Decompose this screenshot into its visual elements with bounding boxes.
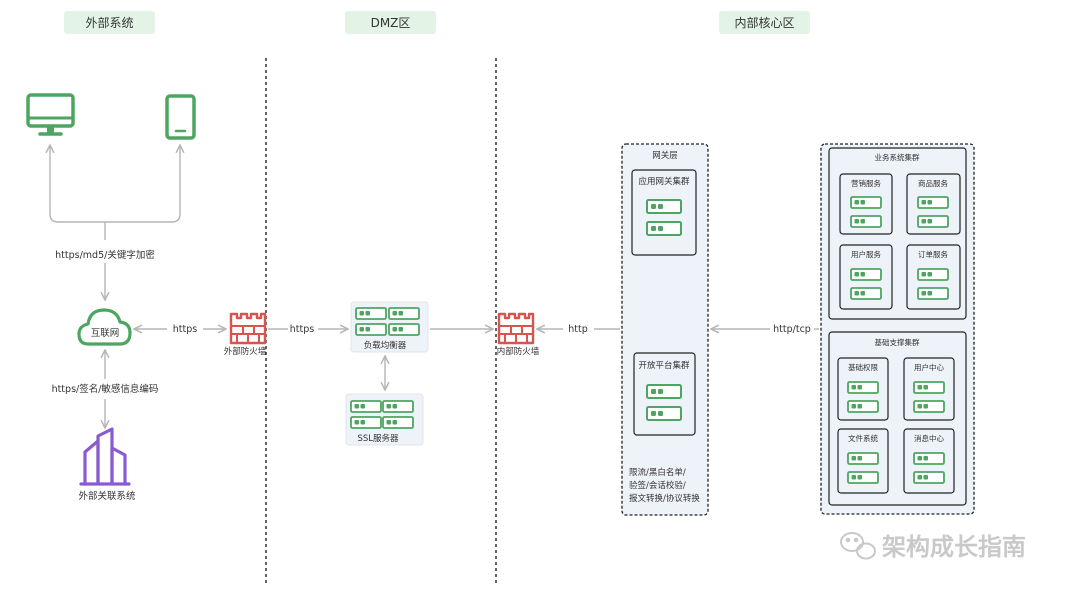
open-platform-cluster: 开放平台集群 <box>633 352 696 436</box>
watermark-text: 架构成长指南 <box>882 533 1026 561</box>
app-gateway-cluster: 应用网关集群 <box>631 169 697 256</box>
zone-title-core: 内部核心区 <box>734 15 794 30</box>
buildings-icon <box>79 427 131 486</box>
business-cluster-title: 业务系统集群 <box>875 152 920 162</box>
service-base-permission-label: 基础权限 <box>848 362 878 372</box>
zone-header-dmz: DMZ区 <box>345 11 436 34</box>
zone-title-external: 外部系统 <box>85 15 133 30</box>
fw-gateway-link-label: http <box>568 324 588 335</box>
gateway-business-link-label: http/tcp <box>773 324 811 335</box>
service-order: 订单服务 <box>906 244 961 310</box>
inner-firewall-label: 内部防火墙 <box>497 346 540 357</box>
service-order-label: 订单服务 <box>918 249 948 259</box>
desktop-icon <box>26 93 75 136</box>
service-marketing: 营销服务 <box>839 173 893 235</box>
internet-label: 互联网 <box>91 328 120 339</box>
service-message-center: 消息中心 <box>903 428 955 494</box>
service-file-system-label: 文件系统 <box>848 433 878 443</box>
fw-lb-link-label: https <box>290 324 315 335</box>
wechat-icon <box>840 532 876 560</box>
ssl-server: SSL服务器 <box>345 393 424 446</box>
internet-fw-link-label: https <box>173 324 198 335</box>
support-cluster-title: 基础支撑集群 <box>875 337 920 347</box>
service-message-center-label: 消息中心 <box>914 433 944 443</box>
outer-firewall-label: 外部防火墙 <box>224 346 267 357</box>
app-gateway-cluster-label: 应用网关集群 <box>638 176 690 187</box>
inner-firewall-icon <box>497 312 535 345</box>
open-platform-cluster-label: 开放平台集群 <box>638 360 690 371</box>
load-balancer-label: 负载均衡器 <box>364 340 407 351</box>
service-user-center: 用户中心 <box>903 357 955 421</box>
zone-title-dmz: DMZ区 <box>371 16 411 30</box>
ssl-server-label: SSL服务器 <box>357 433 399 444</box>
zone-header-core: 内部核心区 <box>719 11 810 34</box>
service-user-center-label: 用户中心 <box>914 362 944 372</box>
gateway-feature-2: 验签/会话校验/ <box>629 480 686 491</box>
gateway-feature-3: 报文转换/协议转换 <box>629 493 700 504</box>
business-cluster: 业务系统集群 营销服务 商品服务 用户服务 订单服务 <box>828 147 967 320</box>
partner-link-label: https/签名/敏感信息编码 <box>52 383 159 395</box>
partner-label: 外部关联系统 <box>78 490 136 502</box>
watermark: 架构成长指南 <box>840 532 1026 561</box>
service-base-permission: 基础权限 <box>837 357 889 421</box>
service-user: 用户服务 <box>839 244 893 310</box>
service-product-label: 商品服务 <box>918 178 948 188</box>
cloud-icon: 互联网 <box>77 308 132 346</box>
load-balancer: 负载均衡器 <box>350 301 429 353</box>
outer-firewall-icon <box>229 312 267 345</box>
support-cluster: 基础支撑集群 基础权限 用户中心 文件系统 消息中心 <box>828 331 967 506</box>
zone-header-external: 外部系统 <box>64 11 155 34</box>
gateway-layer-title: 网关层 <box>652 150 678 161</box>
service-file-system: 文件系统 <box>837 428 889 494</box>
client-link-label: https/md5/关键字加密 <box>55 249 155 261</box>
service-marketing-label: 营销服务 <box>851 178 881 188</box>
client-connector <box>50 145 180 300</box>
mobile-phone-icon <box>165 94 196 140</box>
service-user-label: 用户服务 <box>851 249 881 259</box>
service-product: 商品服务 <box>906 173 961 235</box>
gateway-feature-1: 限流/黑白名单/ <box>629 467 686 478</box>
gateway-layer: 网关层 应用网关集群 开放平台集群 限流/黑白名单/ 验签/会话校验/ 报文转换… <box>621 143 709 516</box>
